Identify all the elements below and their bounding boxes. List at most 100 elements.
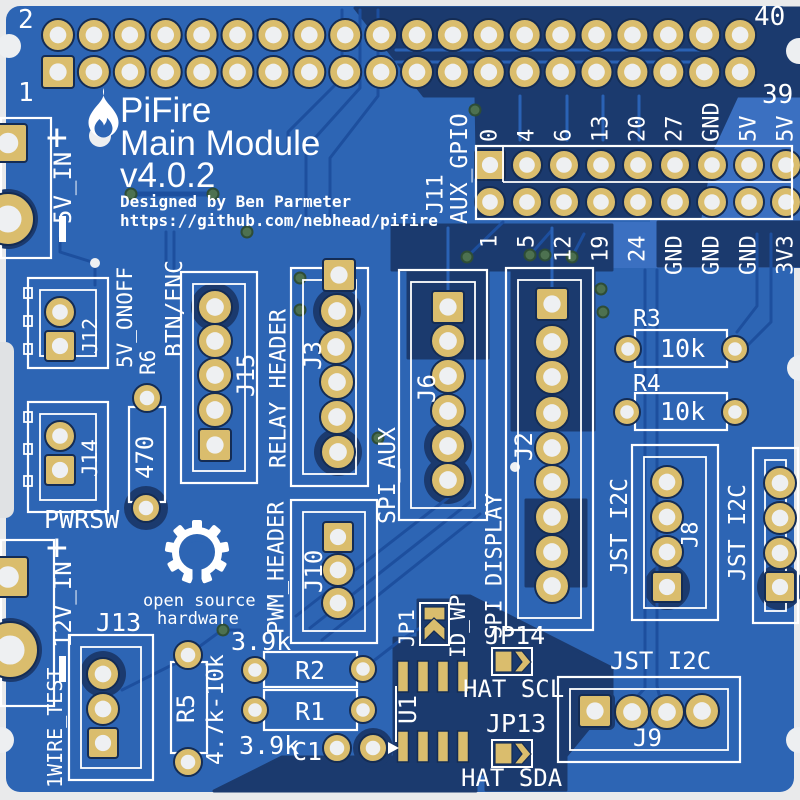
pad-hole: [731, 26, 749, 44]
pad-hole: [328, 373, 346, 391]
pad-hole: [157, 26, 175, 44]
silk-label: 10k: [660, 334, 705, 363]
pad-hole: [586, 702, 604, 720]
gpio-pin-label: 19: [589, 236, 614, 263]
pad-hole: [658, 508, 676, 526]
connector-outline-J7: [751, 446, 800, 625]
connector-outline-J12: [26, 276, 110, 370]
silk-label: JST I2C: [607, 478, 633, 575]
pad-hole: [300, 63, 318, 81]
connector-outline-inner-J2: [517, 279, 582, 619]
pad-hole: [444, 26, 462, 44]
gpio-pin-label: 27: [663, 116, 688, 143]
connector-outline-J8: [630, 443, 720, 622]
pad-hole: [206, 436, 224, 454]
pad-hole: [85, 26, 103, 44]
pad-hole: [327, 338, 345, 356]
pad-hole: [741, 194, 757, 210]
pad-hole: [328, 302, 346, 320]
silk-label: AUX_GPIO: [447, 113, 473, 224]
pad-hole: [771, 474, 789, 492]
pad-hole: [693, 702, 711, 720]
pad-hole: [543, 577, 561, 595]
via: [523, 248, 537, 262]
via: [124, 187, 138, 201]
silk-label: 5V_IN: [49, 152, 77, 224]
mounting-hole: [0, 34, 21, 58]
via: [468, 103, 482, 117]
pad-hole: [728, 405, 742, 419]
pad-hole: [139, 390, 155, 406]
via: [594, 282, 608, 296]
pad-hole: [741, 157, 757, 173]
connector-notch-J12: [23, 287, 33, 299]
trace: [735, 232, 759, 334]
silk-label: 1WIRE_TEST: [43, 668, 67, 788]
connector-outline-J13: [67, 633, 155, 782]
mounting-hole: [786, 38, 800, 64]
smd-pad-U1: [456, 660, 470, 693]
silk-label: J12: [78, 318, 102, 354]
pad-hole: [328, 408, 346, 426]
connector-outline-J15: [179, 270, 259, 485]
silk-label: JST I2C: [725, 484, 751, 581]
pad-hole: [543, 404, 561, 422]
pad-hole: [408, 63, 426, 81]
silk-label: RELAY_HEADER: [267, 308, 292, 468]
jumper-outline-JP14: [491, 647, 533, 676]
pad-hole: [265, 63, 282, 81]
gear-keyhole: [187, 541, 207, 561]
pad-hole: [0, 635, 25, 665]
silk-label: PWM_HEADER: [265, 501, 290, 634]
pad-hole: [480, 26, 498, 44]
connector-outline-inner-J8: [643, 456, 707, 609]
pad-hole: [516, 26, 534, 44]
pad-hole: [329, 594, 347, 612]
pad-hole: [588, 26, 605, 44]
pad-hole: [51, 461, 69, 479]
pad-hole: [704, 194, 720, 210]
pad-hole: [265, 26, 282, 44]
silk-label: J14: [78, 439, 102, 477]
pad-hole: [704, 157, 720, 173]
silk-label: PWRSW: [44, 505, 120, 534]
pad-hole: [516, 63, 534, 81]
silk-label: 3.9k: [239, 731, 299, 760]
connector-outline-inner-J9: [569, 688, 729, 751]
flame-inner: [94, 117, 113, 138]
silk-label: C1: [292, 737, 322, 766]
connector-outline-J14: [26, 400, 110, 514]
pad-hole: [206, 298, 224, 316]
silk-label: JP13: [486, 709, 546, 738]
copper-zone-dark: [212, 755, 478, 793]
smd-pad-U1: [416, 660, 430, 693]
pad-hole: [624, 63, 641, 81]
silk-label: 12V_IN: [49, 561, 77, 648]
trace: [320, 512, 482, 642]
pad-hole: [480, 63, 498, 81]
pad-hole: [519, 194, 535, 210]
pad-hole: [439, 471, 457, 489]
pad-hole: [329, 443, 347, 461]
pad-hole: [330, 266, 348, 284]
via: [538, 248, 552, 262]
pad-hole: [771, 509, 789, 527]
pad-hole: [543, 295, 561, 313]
title-text: open source: [143, 591, 256, 611]
pad-hole: [543, 508, 561, 526]
title-text: PiFire: [120, 91, 211, 130]
pad-hole: [248, 663, 262, 677]
pin1-arrow-icon: [388, 742, 399, 754]
gpio-pin-label: 24: [626, 236, 651, 263]
pad-hole: [336, 63, 354, 81]
via-tented: [90, 258, 100, 268]
pad-hole: [624, 26, 641, 44]
pad-hole: [771, 544, 789, 562]
pad-hole: [94, 700, 112, 718]
connector-outline-inner-J6: [410, 281, 476, 509]
pad-hole: [543, 543, 561, 561]
mounting-hole: [0, 727, 14, 753]
via: [206, 187, 220, 201]
pad-hole: [52, 304, 68, 320]
